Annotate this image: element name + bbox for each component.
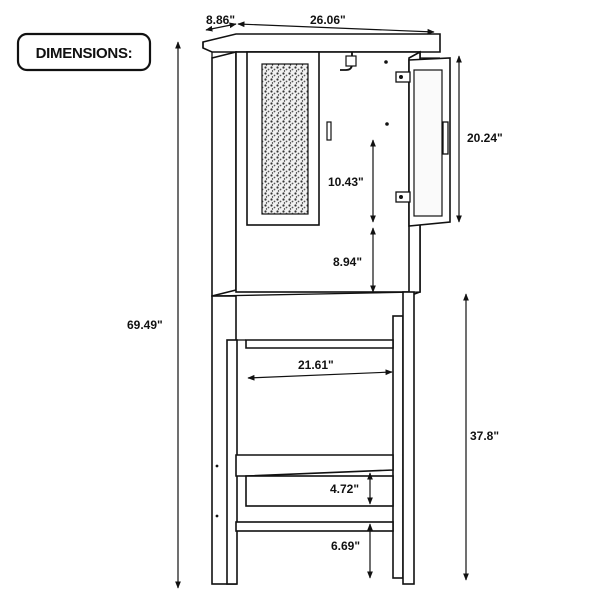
total-height-label: 69.49": [127, 318, 163, 332]
bottom-shelf: [235, 454, 394, 477]
left-door-handle: [326, 121, 332, 141]
bottom-stretcher: [235, 521, 394, 532]
page-title: DIMENSIONS:: [36, 45, 133, 62]
dimension-lines: [175, 21, 469, 589]
cabinet-crown: [202, 33, 441, 53]
shelf-gap-lower-label: 8.94": [333, 255, 362, 269]
dimensions-title-badge: DIMENSIONS:: [16, 32, 152, 72]
upper-hinge-icon: [395, 71, 411, 83]
upper-left-side-panel: [211, 50, 237, 298]
wall-hook-plate: [345, 55, 357, 67]
depth-label: 8.86": [206, 13, 235, 27]
lower-hinge-icon: [395, 191, 411, 203]
cabinet-drawing: [202, 33, 451, 585]
floor-clearance-label: 6.69": [331, 539, 360, 553]
door-height-label: 20.24": [467, 131, 503, 145]
base-height-label: 37.8": [470, 429, 499, 443]
front-right-leg: [392, 315, 404, 579]
right-door-handle: [442, 121, 449, 155]
dimension-labels: 8.86" 26.06" 69.49" 20.24" 10.43" 8.94" …: [127, 13, 503, 553]
left-door-glass-pane: [261, 63, 309, 215]
bottom-shelf-front: [245, 475, 394, 507]
bottom-shelf-height-label: 4.72": [330, 482, 359, 496]
width-label: 26.06": [310, 13, 346, 27]
inner-width-label: 21.61": [298, 358, 334, 372]
rear-right-leg: [402, 291, 415, 585]
upper-stretcher: [245, 339, 394, 349]
shelf-gap-upper-label: 10.43": [328, 175, 364, 189]
right-door-glass-pane: [413, 69, 443, 217]
